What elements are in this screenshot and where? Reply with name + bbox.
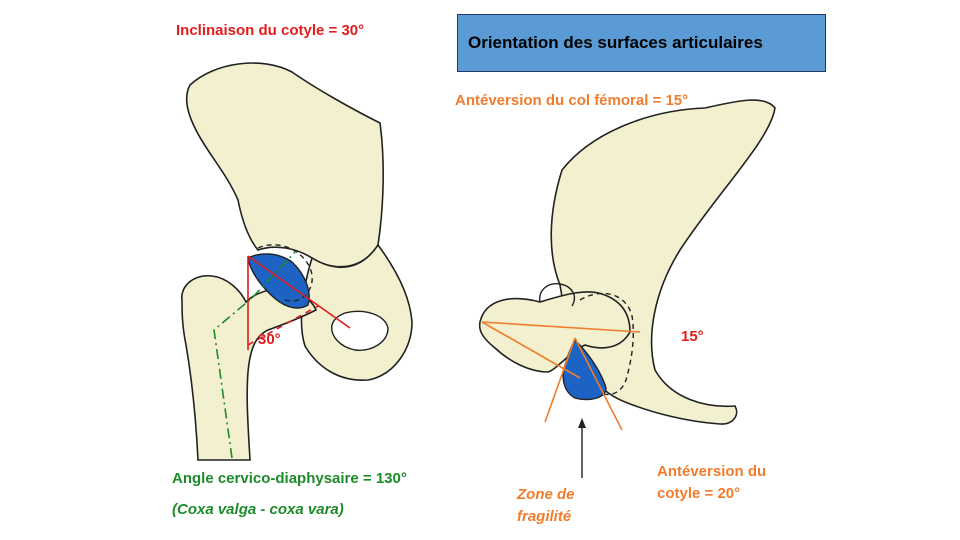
transverse-hip-view	[478, 99, 776, 478]
title-box: Orientation des surfaces articulaires	[457, 14, 826, 72]
red-acetabulum-line	[247, 255, 351, 329]
coxa-label: (Coxa valga - coxa vara)	[172, 501, 344, 518]
zone-fragilite-line1: Zone de	[517, 486, 575, 503]
frontal-hip-view	[181, 62, 413, 461]
anteversion-cotyle-line1: Antéversion du	[657, 463, 767, 480]
green-axis-line	[213, 251, 296, 459]
orange-line-horizontal	[481, 321, 641, 333]
femoral-head-dashed-right	[579, 292, 635, 396]
anteversion-cotyle-line2: cotyle = 20°	[657, 485, 741, 502]
red-dashed-line	[247, 305, 319, 346]
femoral-head-dashed-left	[257, 244, 313, 302]
zone-fragilite-line2: fragilité	[517, 508, 572, 525]
femur-left	[181, 275, 318, 461]
angle-30-label: 30°	[258, 331, 281, 348]
obturator-foramen-left	[331, 310, 389, 351]
angle-15-label: 15°	[681, 328, 704, 345]
orange-line-acetabulum-1	[544, 337, 576, 423]
greater-trochanter-right	[539, 283, 576, 307]
angle-cervico-label: Angle cervico-diaphysaire = 130°	[172, 470, 407, 487]
iliac-bone-left	[185, 62, 384, 268]
inclinaison-label: Inclinaison du cotyle = 30°	[176, 22, 365, 39]
orange-line-acetabulum-2	[574, 337, 623, 431]
fragility-arrowhead	[578, 418, 586, 428]
anteversion-col-label: Antéversion du col fémoral = 15°	[455, 92, 689, 109]
